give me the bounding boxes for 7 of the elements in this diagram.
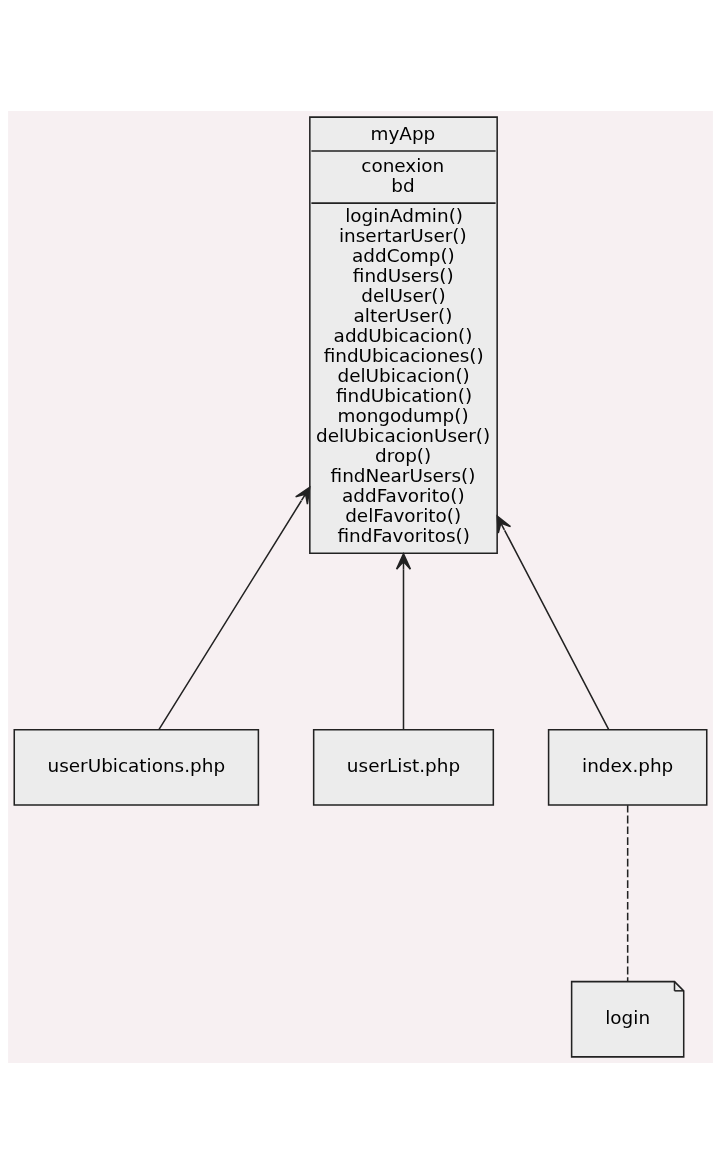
connector [626,804,629,983]
arrow [158,486,311,731]
node-box: userList.php [312,729,495,806]
node-box: userUbications.php [13,729,260,806]
arrow [395,553,412,730]
arrow [496,515,610,731]
node-box: index.php [547,729,708,806]
